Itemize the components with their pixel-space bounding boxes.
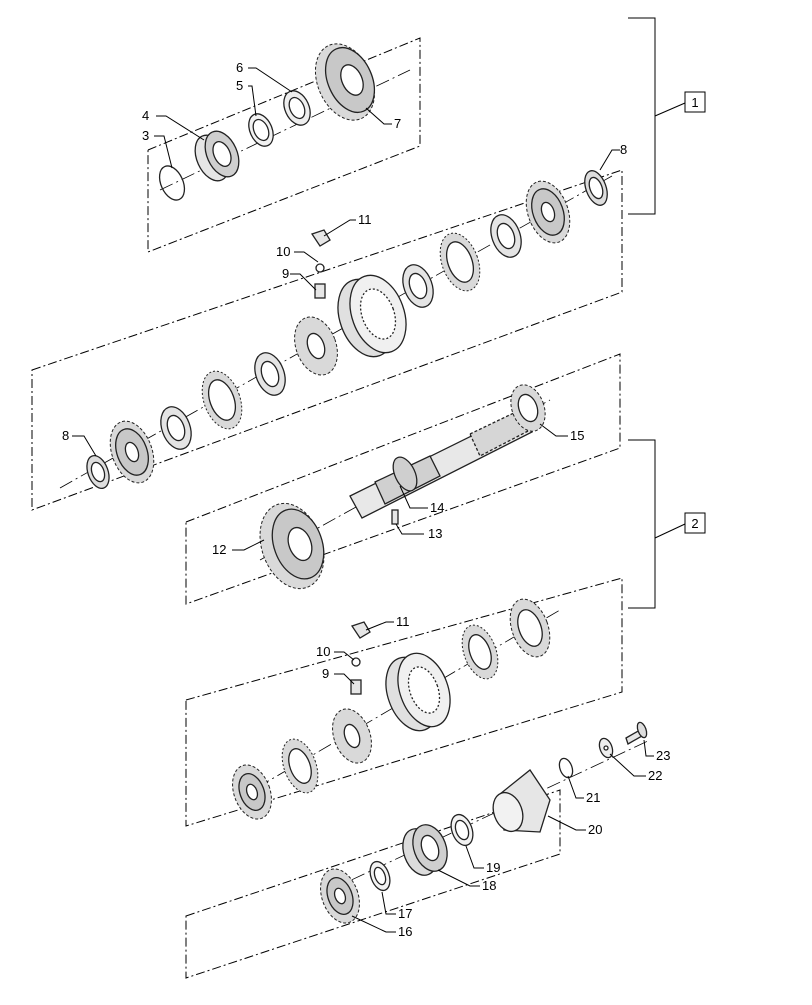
washer-17 — [369, 860, 391, 892]
gear-lower-left — [109, 420, 155, 484]
assembly-1-label: 1 — [691, 95, 698, 110]
leader-lines — [72, 67, 654, 933]
group-boundary-synchro-2 — [185, 577, 623, 827]
washer-22 — [598, 737, 614, 759]
detent-parts-upper — [310, 229, 331, 299]
callout-20: 20 — [588, 822, 602, 837]
shift-sleeve-upper — [337, 274, 407, 358]
callout-22: 22 — [648, 768, 662, 783]
key-13 — [391, 509, 399, 525]
shift-sleeve-lower — [385, 652, 451, 732]
housing-20 — [492, 769, 551, 833]
callout-18: 18 — [482, 878, 496, 893]
assembly-2-label: 2 — [691, 516, 698, 531]
group-boundary-synchro-1 — [31, 169, 623, 511]
callout-9-lower: 9 — [322, 666, 329, 681]
gear-12 — [259, 502, 325, 590]
snap-ring-3 — [158, 165, 186, 201]
thrust-washer-6 — [283, 90, 311, 126]
assembly-1-callout-box: 1 — [684, 91, 706, 113]
gear-16 — [320, 868, 360, 924]
callout-labels: 3 4 5 6 7 8 8 9 10 11 12 13 14 15 9 10 1… — [62, 60, 670, 939]
synchro-cone-lower-2 — [160, 406, 192, 450]
callout-8-upper: 8 — [620, 142, 627, 157]
bolt-23 — [625, 721, 648, 745]
bearing-18 — [402, 824, 448, 876]
callout-10-upper: 10 — [276, 244, 290, 259]
synchro-ring-lower-1 — [201, 370, 243, 430]
synchro-cone-upper-1 — [490, 214, 522, 258]
gear-15 — [510, 384, 546, 432]
callout-11-lower: 11 — [396, 614, 410, 629]
callout-12: 12 — [212, 542, 226, 557]
callout-7: 7 — [394, 116, 401, 131]
axis-synchro-1 — [59, 175, 613, 489]
synchro-hub-upper — [294, 316, 338, 376]
mainshaft-14 — [349, 409, 533, 519]
callout-17: 17 — [398, 906, 412, 921]
callout-5: 5 — [236, 78, 243, 93]
synchro-ring-upper-1 — [439, 232, 481, 292]
callout-10-lower: 10 — [316, 644, 330, 659]
group-boundary-top — [147, 37, 421, 253]
callout-23: 23 — [656, 748, 670, 763]
synchro-hub-lower — [332, 708, 372, 764]
needle-bearing-8-upper — [584, 170, 608, 206]
gear-lower-left-2 — [232, 764, 272, 820]
axis-top — [159, 69, 411, 191]
callout-9-upper: 9 — [282, 266, 289, 281]
callout-8-lower: 8 — [62, 428, 69, 443]
callout-15: 15 — [570, 428, 584, 443]
group-boundary-mainshaft — [185, 353, 621, 605]
assembly-2-callout-box: 2 — [684, 512, 706, 534]
callout-13: 13 — [428, 526, 442, 541]
callout-3: 3 — [142, 128, 149, 143]
assembly-1-bracket — [628, 17, 686, 215]
callout-16: 16 — [398, 924, 412, 939]
synchro-cone-upper-2 — [402, 264, 434, 308]
assembly-2-bracket — [628, 439, 686, 609]
callout-19: 19 — [486, 860, 500, 875]
washer-19 — [450, 813, 474, 847]
callout-6: 6 — [236, 60, 243, 75]
gear-upper-right — [525, 180, 571, 244]
synchro-ring-2-left — [281, 738, 319, 794]
washer-5 — [248, 113, 274, 147]
gear-7 — [314, 43, 376, 121]
bearing-4 — [194, 130, 240, 182]
callout-4: 4 — [142, 108, 149, 123]
needle-bearing-8-lower — [86, 455, 110, 489]
synchro-ring-2-right — [461, 624, 499, 680]
gear-lower-right-2 — [509, 598, 551, 658]
synchro-cone-lower-1 — [254, 352, 286, 396]
callout-14: 14 — [430, 500, 444, 515]
snap-ring-21 — [558, 757, 574, 779]
callout-21: 21 — [586, 790, 600, 805]
callout-11-upper: 11 — [358, 212, 372, 227]
